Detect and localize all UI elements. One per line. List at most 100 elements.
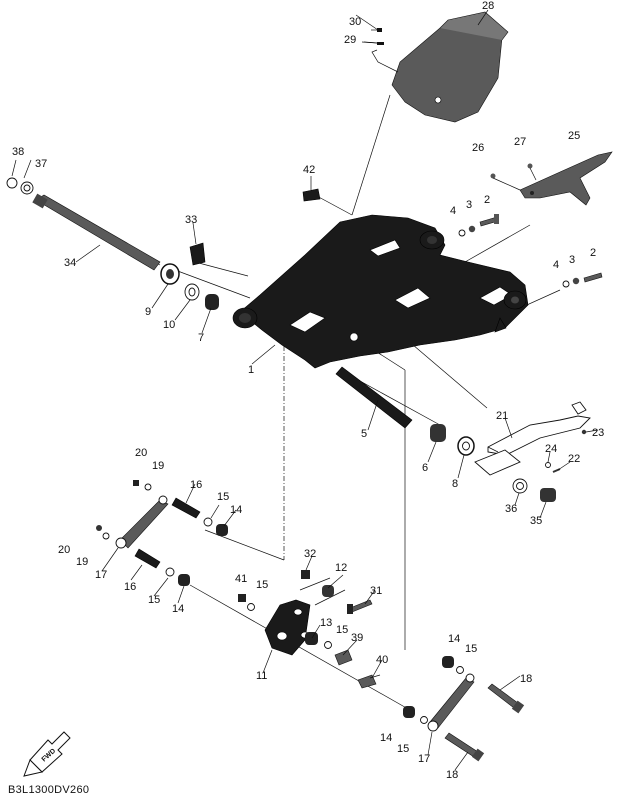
callout-18-a: 18 [520,673,532,685]
callout-19-b: 19 [76,556,88,568]
bolt-part-2-upper [479,214,499,227]
callout-15-d: 15 [336,624,348,636]
assembly-lines [59,94,561,711]
callout-2-lower: 2 [590,247,596,259]
collar-part-24 [545,462,551,468]
callout-16-b: 16 [124,581,136,593]
seal-part-15-e [456,666,464,674]
collar-part-16-upper [171,497,201,519]
callout-15-b: 15 [148,594,160,606]
callout-36: 36 [505,503,517,515]
callout-39: 39 [351,632,363,644]
seal-part-15-d [324,641,332,649]
callout-14-d: 14 [380,732,392,744]
callout-4-upper: 4 [450,205,456,217]
callout-31: 31 [370,585,382,597]
seal-part-15-b [165,567,175,577]
bearing-part-14-c [442,656,454,668]
collar-part-39 [334,649,353,666]
seal-part-15-a [203,517,213,527]
seal-part-19-upper [144,483,152,491]
callout-29: 29 [344,34,356,46]
collar-part-4-upper [458,229,466,237]
callout-34: 34 [64,257,76,269]
bearing-part-14-b [178,574,190,586]
connecting-rod-part-17-right [427,673,475,732]
callout-3-lower: 3 [569,254,575,266]
bearing-part-14-d [403,706,415,718]
callout-6: 6 [422,462,428,474]
screw-part-23 [581,429,587,435]
washer-part-10 [184,283,200,301]
callout-14-b: 14 [172,603,184,615]
callout-9: 9 [145,306,151,318]
screw-part-26 [490,173,521,191]
callout-22: 22 [568,453,580,465]
callout-17-b: 17 [418,753,430,765]
bearing-part-13 [305,632,318,645]
callout-40: 40 [376,654,388,666]
screw-part-30 [371,28,382,32]
bolt-part-18-lower [444,732,485,762]
callout-labels: 1 2 3 4 2 3 4 5 6 7 8 9 10 11 12 13 14 1… [12,0,604,781]
bolt-part-31 [347,599,373,614]
callout-1: 1 [248,364,254,376]
callout-15-f: 15 [397,743,409,755]
callout-13: 13 [320,617,332,629]
chain-guard-part-25 [519,151,613,206]
bearing-part-6 [430,424,446,442]
callout-24: 24 [545,443,557,455]
bearing-part-12 [322,585,334,597]
callout-18-b: 18 [446,769,458,781]
pivot-shaft-part-34 [32,193,161,271]
bolt-part-18-upper [487,683,525,714]
seal-part-19-lower [102,532,110,540]
callout-4-lower: 4 [553,259,559,271]
callout-23: 23 [592,427,604,439]
callout-26: 26 [472,142,484,154]
collar-part-4-lower [562,280,570,288]
nut-part-37 [20,181,34,195]
bolt-part-2-lower [583,272,603,283]
callout-21: 21 [496,410,508,422]
callout-10: 10 [163,319,175,331]
callout-20-a: 20 [135,447,147,459]
callout-30: 30 [349,16,361,28]
screw-part-27 [527,163,537,181]
collar-part-35 [540,488,556,502]
clip-part-29 [361,41,399,73]
callout-16-a: 16 [190,479,202,491]
front-direction-arrow: FWD [23,731,71,777]
callout-5: 5 [361,428,367,440]
callout-15-a: 15 [217,491,229,503]
seal-part-8 [457,436,475,456]
relay-arm-part-11 [264,599,311,656]
washer-part-3-upper [468,225,476,233]
callout-8: 8 [452,478,458,490]
callout-2-upper: 2 [484,194,490,206]
callout-19-a: 19 [152,460,164,472]
collar-part-5 [335,366,413,429]
label-part-42 [302,188,321,202]
diagram-code: B3L1300DV260 [8,784,90,796]
rear-fender-part-28 [391,11,509,123]
collar-part-20-upper [133,480,139,486]
callout-25: 25 [568,130,580,142]
connecting-rod-part-17-left [115,495,169,549]
callout-15-c: 15 [256,579,268,591]
collar-part-41 [238,594,246,602]
callout-33: 33 [185,214,197,226]
bearing-part-7 [205,294,219,310]
callout-leaders [11,9,599,771]
collar-part-32 [301,570,310,579]
swingarm-part-1 [232,214,529,369]
callout-20-b: 20 [58,544,70,556]
washer-part-38 [6,177,18,189]
callout-15-e: 15 [465,643,477,655]
callout-38: 38 [12,146,24,158]
seal-part-15-f [420,716,428,724]
collar-part-16-lower [134,548,161,569]
bearing-part-14-a [216,524,228,536]
chain-slider-part-21 [474,401,591,476]
